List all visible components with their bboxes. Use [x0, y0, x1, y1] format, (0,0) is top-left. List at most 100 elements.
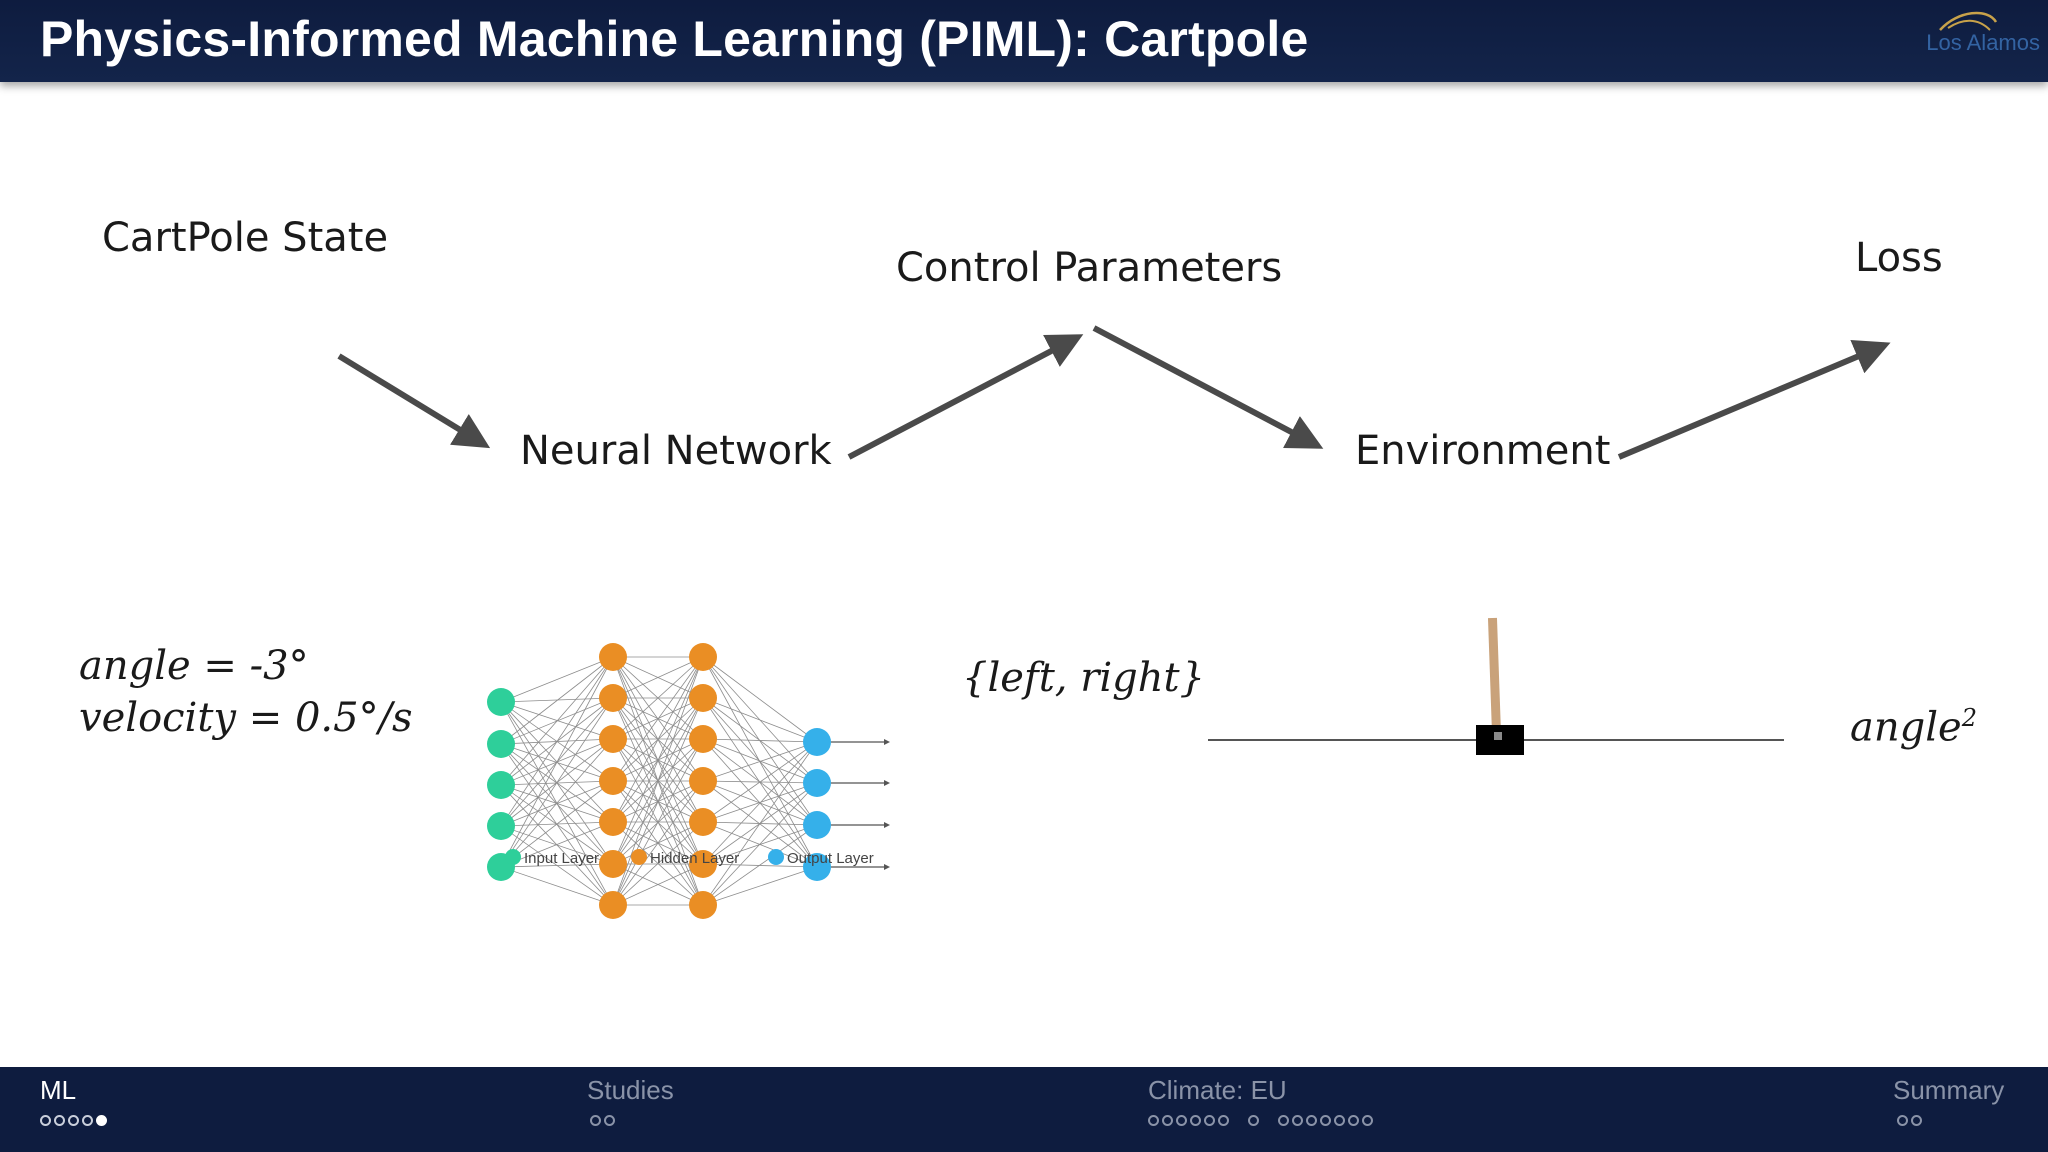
nn-input-node	[487, 730, 515, 758]
nn-connection	[500, 738, 614, 868]
nn-hidden-node	[689, 767, 717, 795]
slide-dot[interactable]	[1306, 1115, 1317, 1127]
slide-dot[interactable]	[68, 1115, 79, 1127]
nn-connection	[500, 656, 614, 786]
nn-connection	[612, 656, 704, 906]
nn-output-arrowhead	[884, 780, 890, 786]
slide-dot[interactable]	[1334, 1115, 1345, 1127]
nn-connection	[702, 656, 818, 743]
slide-dot[interactable]	[1362, 1115, 1373, 1127]
slide-dot[interactable]	[1148, 1115, 1159, 1127]
state-values: angle = -3° velocity = 0.5°/s	[79, 640, 413, 744]
cartpole-graphic	[1208, 617, 1784, 755]
neural-network-graphic: Input Layer Hidden Layer Output Layer	[487, 643, 890, 919]
loss-base: angle	[1850, 704, 1962, 751]
legend-input-dot	[505, 849, 521, 865]
loss-label: Loss	[1855, 235, 1943, 281]
nn-connection	[702, 741, 818, 906]
slide-dot[interactable]	[1248, 1115, 1259, 1127]
nav-section-studies[interactable]: Studies	[587, 1075, 674, 1130]
cartpole-state-label: CartPole State	[102, 215, 389, 261]
nn-connection	[500, 863, 614, 868]
nn-output-arrowhead	[884, 822, 890, 828]
slide-dot[interactable]	[1204, 1115, 1215, 1127]
legend-hidden-label: Hidden Layer	[650, 850, 739, 867]
nn-hidden-node	[599, 891, 627, 919]
nav-section-climate-eu[interactable]: Climate: EU	[1148, 1075, 1376, 1130]
nn-hidden-node	[599, 725, 627, 753]
nn-connection	[500, 656, 614, 703]
nn-connection	[612, 656, 704, 699]
nn-connection	[612, 697, 704, 906]
cartpole-axle	[1494, 732, 1502, 740]
nav-label-ml[interactable]: ML	[40, 1075, 77, 1105]
slide-dot[interactable]	[1218, 1115, 1229, 1127]
nn-output-node	[803, 853, 831, 881]
legend-hidden-dot	[631, 849, 647, 865]
slide-dot[interactable]	[1911, 1115, 1922, 1127]
nav-label-climate-eu[interactable]: Climate: EU	[1148, 1075, 1287, 1105]
arrow-network-to-control	[847, 334, 1084, 460]
nn-hidden-node	[599, 767, 627, 795]
piml-diagram: CartPole State Neural Network Control Pa…	[0, 82, 2048, 1067]
slide-header: Physics-Informed Machine Learning (PIML)…	[0, 0, 2048, 82]
slide-dot[interactable]	[54, 1115, 65, 1127]
slide-dot[interactable]	[590, 1115, 601, 1127]
slide-dot[interactable]	[1162, 1115, 1173, 1127]
nn-connection	[702, 738, 818, 784]
loss-exponent: 2	[1961, 704, 1977, 732]
nav-section-ml[interactable]: ML	[40, 1075, 110, 1130]
nn-hidden-node	[689, 808, 717, 836]
nn-connection	[702, 697, 818, 743]
nn-connection	[612, 656, 704, 865]
nn-connection	[702, 824, 818, 906]
nav-section-summary[interactable]: Summary	[1893, 1075, 2004, 1130]
nn-input-node	[487, 688, 515, 716]
slide-dot-current[interactable]	[96, 1115, 107, 1127]
nav-label-summary[interactable]: Summary	[1893, 1075, 2005, 1105]
nn-connection	[612, 738, 704, 906]
arrow-control-to-environment	[1092, 325, 1324, 449]
legend-input-label: Input Layer	[524, 850, 599, 867]
nn-hidden-node	[689, 891, 717, 919]
nn-input-node	[487, 812, 515, 840]
nn-connection	[702, 738, 818, 743]
nn-hidden-node	[689, 643, 717, 671]
nn-connection	[612, 821, 704, 906]
slide-dot[interactable]	[1190, 1115, 1201, 1127]
nn-connection	[500, 656, 614, 745]
angle-value: angle = -3°	[79, 643, 309, 689]
nav-label-studies[interactable]: Studies	[587, 1075, 674, 1105]
slide-navigation-footer: ML Studies Climate: EU Summary	[0, 1067, 2048, 1152]
nn-hidden-node	[689, 725, 717, 753]
nav-dots-climate-eu	[1148, 1112, 1376, 1130]
slide-dot[interactable]	[1348, 1115, 1359, 1127]
slide-dot[interactable]	[1897, 1115, 1908, 1127]
nn-connection	[702, 741, 818, 823]
nav-dots-studies	[587, 1112, 674, 1130]
slide-dot[interactable]	[604, 1115, 615, 1127]
logo-text: Los Alamos	[1926, 30, 2040, 55]
neural-network-label: Neural Network	[520, 428, 832, 474]
nn-connection	[612, 656, 704, 782]
nn-connection	[702, 741, 818, 865]
legend-output-dot	[768, 849, 784, 865]
slide-dot[interactable]	[1320, 1115, 1331, 1127]
nn-hidden-node	[689, 850, 717, 878]
slide-dot[interactable]	[82, 1115, 93, 1127]
nn-output-arrowhead	[884, 739, 890, 745]
nn-connection	[702, 866, 818, 906]
slide-dot[interactable]	[1176, 1115, 1187, 1127]
nn-connection	[500, 866, 614, 906]
nn-connection	[702, 863, 818, 868]
nn-connection	[612, 780, 704, 906]
nn-connection	[702, 656, 818, 826]
loss-expression: angle2	[1850, 692, 1977, 753]
slide-dot[interactable]	[1292, 1115, 1303, 1127]
nn-output-node	[803, 769, 831, 797]
action-set: {left, right}	[962, 655, 1206, 701]
environment-label: Environment	[1355, 428, 1611, 474]
slide-dot[interactable]	[1278, 1115, 1289, 1127]
nn-hidden-node	[599, 808, 627, 836]
slide-dot[interactable]	[40, 1115, 51, 1127]
